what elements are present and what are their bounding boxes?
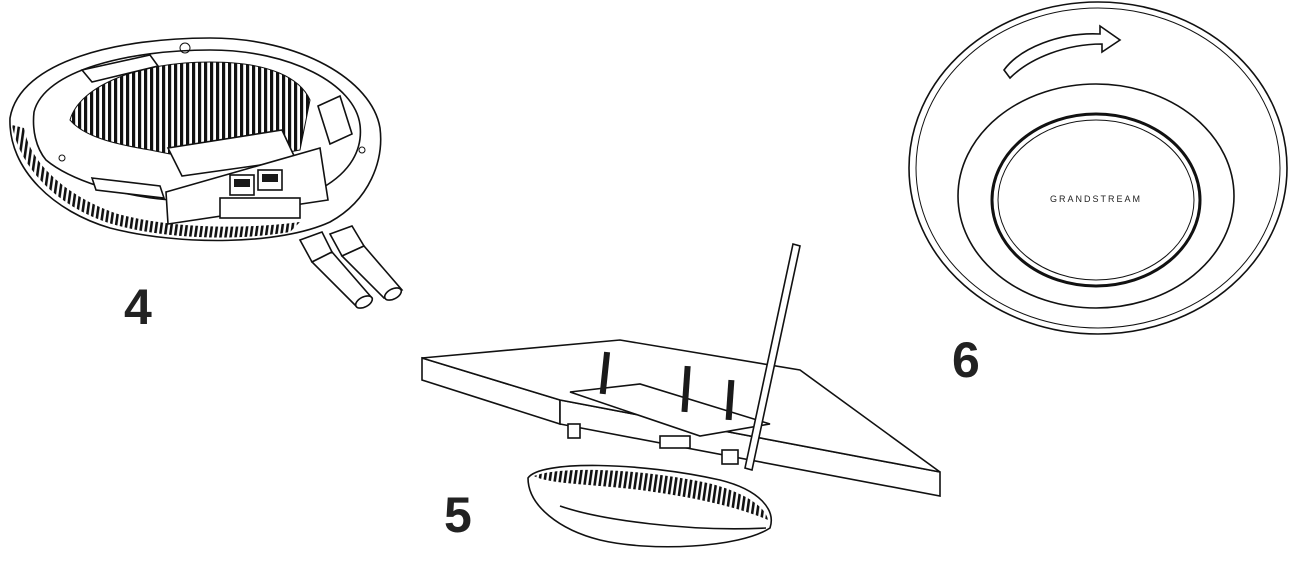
mount-screw-2: [681, 365, 691, 413]
ap-front-bevel: [915, 7, 1281, 329]
brand-label: GRANDSTREAM: [1050, 194, 1142, 204]
ap-screw-hole: [358, 146, 366, 154]
step-5-ceiling-mounting: [421, 242, 941, 548]
ap-mount-tab-left: [90, 177, 166, 199]
step-6-rotate-lock: GRANDSTREAM: [908, 1, 1288, 335]
ethernet-cable-2: [328, 225, 404, 301]
ap-front-center-lens: [990, 112, 1202, 288]
step-6-number: 6: [952, 332, 980, 388]
ap-screw-hole: [58, 154, 66, 162]
rotate-arrow-icon: [1003, 24, 1122, 80]
ap-mount-tab-right: [317, 94, 353, 146]
ap-mount-tab-top: [80, 54, 160, 83]
ap-side-ribs: [534, 469, 768, 520]
step-4-number: 4: [124, 279, 152, 335]
ethernet-port-2: [257, 169, 283, 191]
mount-rod: [744, 242, 801, 472]
ethernet-cable-1: [298, 231, 374, 309]
ethernet-port-1: [229, 174, 255, 196]
mount-clip: [567, 423, 581, 439]
ap-rim-ribs: [12, 125, 300, 238]
mount-clip: [721, 449, 739, 465]
ap-side-base: [559, 505, 767, 530]
mount-screw-3: [725, 379, 735, 421]
ap-port-recess: [219, 197, 301, 219]
ap-front-center-inner: [997, 119, 1195, 281]
mount-screw-1: [599, 351, 611, 395]
ap-screw-hole: [179, 42, 191, 54]
step-4-access-point-underside: [9, 37, 404, 309]
mount-bracket-slot: [569, 383, 771, 437]
step-5-number: 5: [444, 487, 472, 543]
mount-clip: [659, 435, 691, 449]
